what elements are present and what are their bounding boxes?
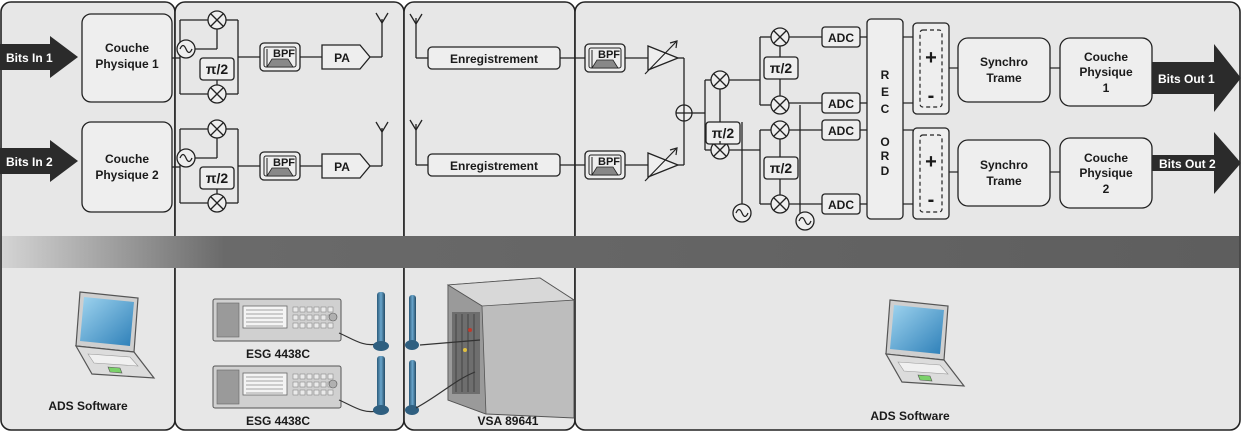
- rx-q-phase-shift: [763, 156, 799, 180]
- sum-1-plus: +: [925, 47, 937, 69]
- adc-1-label: ADC: [828, 31, 854, 45]
- tx2-bpf-label: BPF: [273, 157, 295, 169]
- input-arrow-2-label: Bits In 2: [6, 155, 53, 169]
- vsa-label: VSA 89641: [478, 414, 539, 428]
- couche-physique-in-1: Couche Physique 1: [81, 13, 173, 103]
- couche-out-1-line1: Couche: [1084, 50, 1128, 64]
- rx-front-end: BPF BPF: [584, 40, 705, 182]
- enregistrement-label-1: Enregistrement: [450, 52, 538, 66]
- esg-1-label: ESG 4438C: [246, 347, 310, 361]
- rx-q-phase-shift-label: π/2: [770, 160, 793, 176]
- tx-chain-1: π/2 BPF PA: [176, 10, 389, 104]
- divider-band: [2, 236, 1239, 268]
- sum-block-1: + -: [912, 22, 950, 115]
- enregistrement-box-1: Enregistrement: [427, 46, 561, 70]
- record-box: R E C O R D: [866, 18, 904, 220]
- output-arrow-1: Bits Out 1: [1152, 44, 1241, 112]
- synchro-trame-1: Synchro Trame: [957, 37, 1051, 103]
- record-letter-3: C: [881, 102, 890, 116]
- couche-in-2-line2: Physique 2: [95, 168, 159, 182]
- sum-2-plus: +: [925, 151, 937, 173]
- couche-in-1-line2: Physique 1: [95, 57, 159, 71]
- rx2-bpf-label: BPF: [598, 156, 620, 168]
- tx2-pa: [321, 153, 371, 179]
- input-arrow-1-label: Bits In 1: [6, 51, 53, 65]
- sum-2-minus: -: [928, 189, 935, 211]
- enregistrement-box-2: Enregistrement: [427, 153, 561, 177]
- rx-stage1-phase-shift: [705, 121, 741, 145]
- couche-physique-out-1: Couche Physique 1: [1059, 37, 1153, 107]
- tx-chain-2: π/2 BPF PA: [176, 119, 389, 213]
- esg-2-label: ESG 4438C: [246, 414, 310, 428]
- output-arrow-1-label: Bits Out 1: [1158, 72, 1215, 86]
- sum-1-minus: -: [928, 85, 935, 107]
- esg-1-display: [242, 305, 288, 329]
- rx-antenna-photo-1: [405, 295, 419, 350]
- tx1-antenna: [375, 12, 389, 25]
- couche-out-2-line3: 2: [1103, 182, 1110, 196]
- synchro-1-line1: Synchro: [980, 55, 1028, 69]
- couche-out-1-line2: Physique: [1079, 65, 1133, 79]
- tx1-bpf-label: BPF: [273, 48, 295, 60]
- record-letter-6: D: [881, 164, 890, 178]
- input-arrow-1: Bits In 1: [0, 36, 78, 78]
- couche-out-1-line3: 1: [1103, 81, 1110, 95]
- synchro-trame-2: Synchro Trame: [957, 139, 1051, 207]
- tx-antenna-photo-1: [373, 292, 389, 351]
- tx1-pa: [321, 44, 371, 70]
- couche-in-1-line1: Couche: [105, 41, 149, 55]
- couche-out-2-line1: Couche: [1084, 151, 1128, 165]
- enregistrement-label-2: Enregistrement: [450, 159, 538, 173]
- tx1-pa-label: PA: [334, 51, 350, 65]
- laptop-right-label: ADS Software: [870, 409, 950, 423]
- tx-antenna-photo-2: [373, 356, 389, 415]
- synchro-2-line2: Trame: [986, 174, 1022, 188]
- rx-antenna-rec-1: [409, 13, 428, 59]
- synchro-1-line2: Trame: [986, 71, 1022, 85]
- couche-physique-in-2: Couche Physique 2: [81, 121, 173, 213]
- adc-4-label: ADC: [828, 198, 854, 212]
- output-arrow-2: Bits Out 2: [1152, 132, 1241, 194]
- esg-2-display: [242, 372, 288, 396]
- rx1-bpf-label: BPF: [598, 49, 620, 61]
- output-arrow-2-label: Bits Out 2: [1159, 157, 1216, 171]
- laptop-right: [884, 299, 966, 387]
- record-letter-5: R: [881, 149, 890, 163]
- record-letter-1: R: [881, 68, 890, 82]
- rx-antenna-photo-2: [405, 360, 419, 415]
- rx-i-phase-shift: [763, 56, 799, 80]
- tx2-pa-label: PA: [334, 160, 350, 174]
- adc-2-label: ADC: [828, 97, 854, 111]
- laptop-left: [74, 291, 156, 379]
- couche-out-2-line2: Physique: [1079, 166, 1133, 180]
- panel-receiver: [574, 1, 1241, 431]
- tx2-phase-shift-label: π/2: [206, 170, 229, 186]
- record-letter-2: E: [881, 85, 889, 99]
- tx2-antenna: [375, 121, 389, 134]
- vsa-analyzer: [415, 277, 576, 419]
- input-arrow-2: Bits In 2: [0, 140, 78, 182]
- couche-physique-out-2: Couche Physique 2: [1059, 137, 1153, 209]
- adc-3-label: ADC: [828, 124, 854, 138]
- tx1-phase-shift-label: π/2: [206, 61, 229, 77]
- sum-block-2: + -: [912, 127, 950, 220]
- rx-stage1-phase-shift-label: π/2: [712, 125, 735, 141]
- rx-antenna-rec-2: [409, 119, 428, 166]
- synchro-2-line1: Synchro: [980, 158, 1028, 172]
- laptop-left-screen: [80, 297, 134, 346]
- laptop-right-screen: [890, 305, 944, 354]
- laptop-left-label: ADS Software: [48, 399, 128, 413]
- couche-in-2-line1: Couche: [105, 152, 149, 166]
- record-letter-4: O: [880, 135, 889, 149]
- signal-generators: [212, 298, 378, 413]
- rx-i-phase-shift-label: π/2: [770, 60, 793, 76]
